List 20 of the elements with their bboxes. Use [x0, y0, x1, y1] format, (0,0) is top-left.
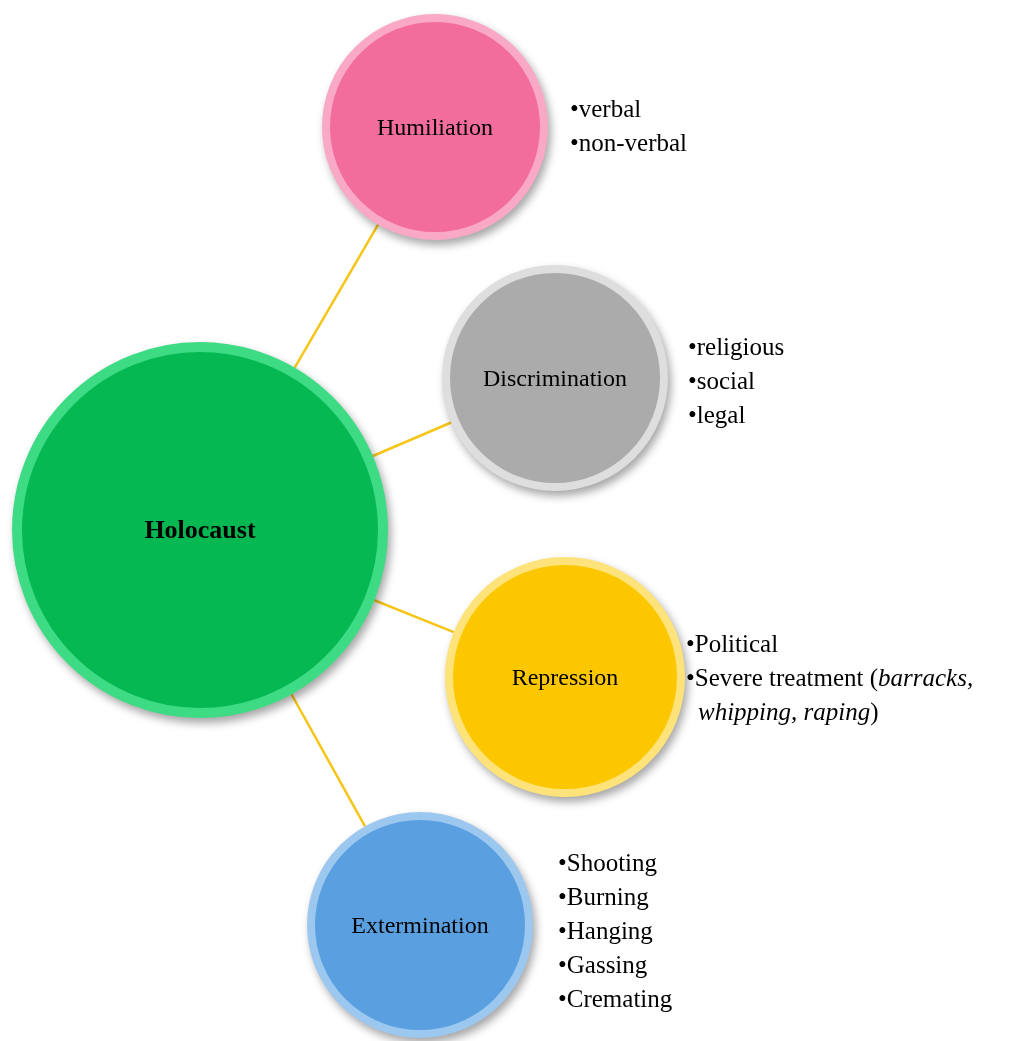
bullet-item: •legal [688, 400, 747, 430]
topic-label: Holocaust [144, 513, 256, 546]
bullet-item: •religious [688, 332, 786, 362]
bullet-item: •Burning [558, 882, 650, 912]
topic-label: Extermination [351, 911, 489, 940]
bullet-item: •non-verbal [570, 128, 689, 158]
bullet-item: •Political [686, 629, 780, 659]
topic-label: Repression [511, 663, 619, 692]
connector-line [290, 693, 367, 827]
bullet-item: •verbal [570, 94, 643, 124]
connector-line [372, 421, 452, 458]
bullet-item: •Gassing [558, 950, 649, 980]
bullet-item: •Severe treatment (barracks, whipping, raping) [686, 663, 975, 728]
bullet-item: •Cremating [558, 984, 674, 1014]
topic-label: Humiliation [377, 113, 493, 142]
bullet-item: •social [688, 366, 757, 396]
bullet-item: •Shooting [558, 848, 659, 878]
bullet-item: •Hanging [558, 916, 654, 946]
connector-line [293, 224, 380, 369]
topic-label: Discrimination [483, 364, 627, 393]
